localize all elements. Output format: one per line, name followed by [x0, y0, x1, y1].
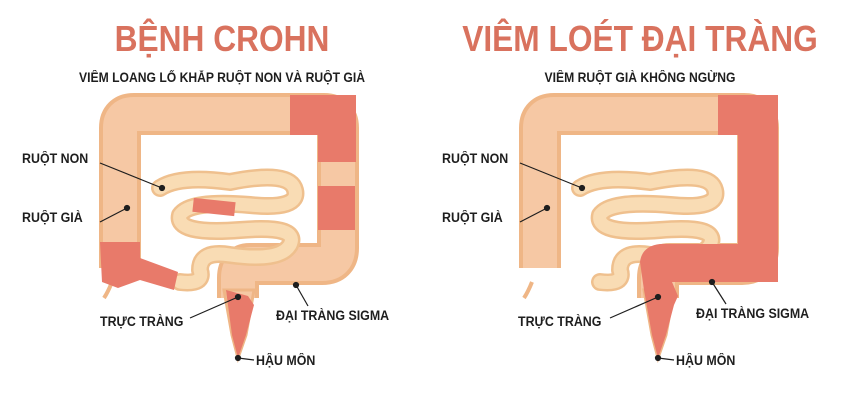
- colitis-title: VIÊM LOÉT ĐẠI TRÀNG: [462, 18, 818, 59]
- colitis-intestine-illustration: [524, 95, 778, 358]
- label-small-intestine: RUỘT NON: [22, 151, 89, 166]
- label-large-intestine: RUỘT GIÀ: [442, 210, 503, 225]
- label-rectum: TRỰC TRÀNG: [100, 314, 184, 329]
- label-anus: HẬU MÔN: [676, 353, 736, 368]
- label-sigmoid: ĐẠI TRÀNG SIGMA: [696, 306, 810, 321]
- label-small-intestine: RUỘT NON: [442, 151, 509, 166]
- inflamed-patch: [318, 186, 355, 230]
- inflamed-patch: [100, 242, 178, 290]
- colitis-subtitle: VIÊM RUỘT GIÀ KHÔNG NGỪNG: [544, 70, 736, 85]
- leader-lines: [99, 162, 727, 362]
- inflamed-colon: [640, 95, 778, 358]
- label-sigmoid: ĐẠI TRÀNG SIGMA: [276, 308, 390, 323]
- crohn-title: BỆNH CROHN: [114, 18, 330, 59]
- inflamed-patch: [290, 95, 356, 162]
- crohn-intestine-illustration: [100, 95, 356, 358]
- inflamed-patch: [192, 197, 236, 217]
- label-large-intestine: RUỘT GIÀ: [22, 210, 83, 225]
- inflamed-patch: [226, 290, 254, 358]
- crohn-subtitle: VIÊM LOANG LỔ KHẮP RUỘT NON VÀ RUỘT GIÀ: [78, 70, 365, 85]
- label-rectum: TRỰC TRÀNG: [518, 314, 602, 329]
- label-anus: HẬU MÔN: [256, 353, 316, 368]
